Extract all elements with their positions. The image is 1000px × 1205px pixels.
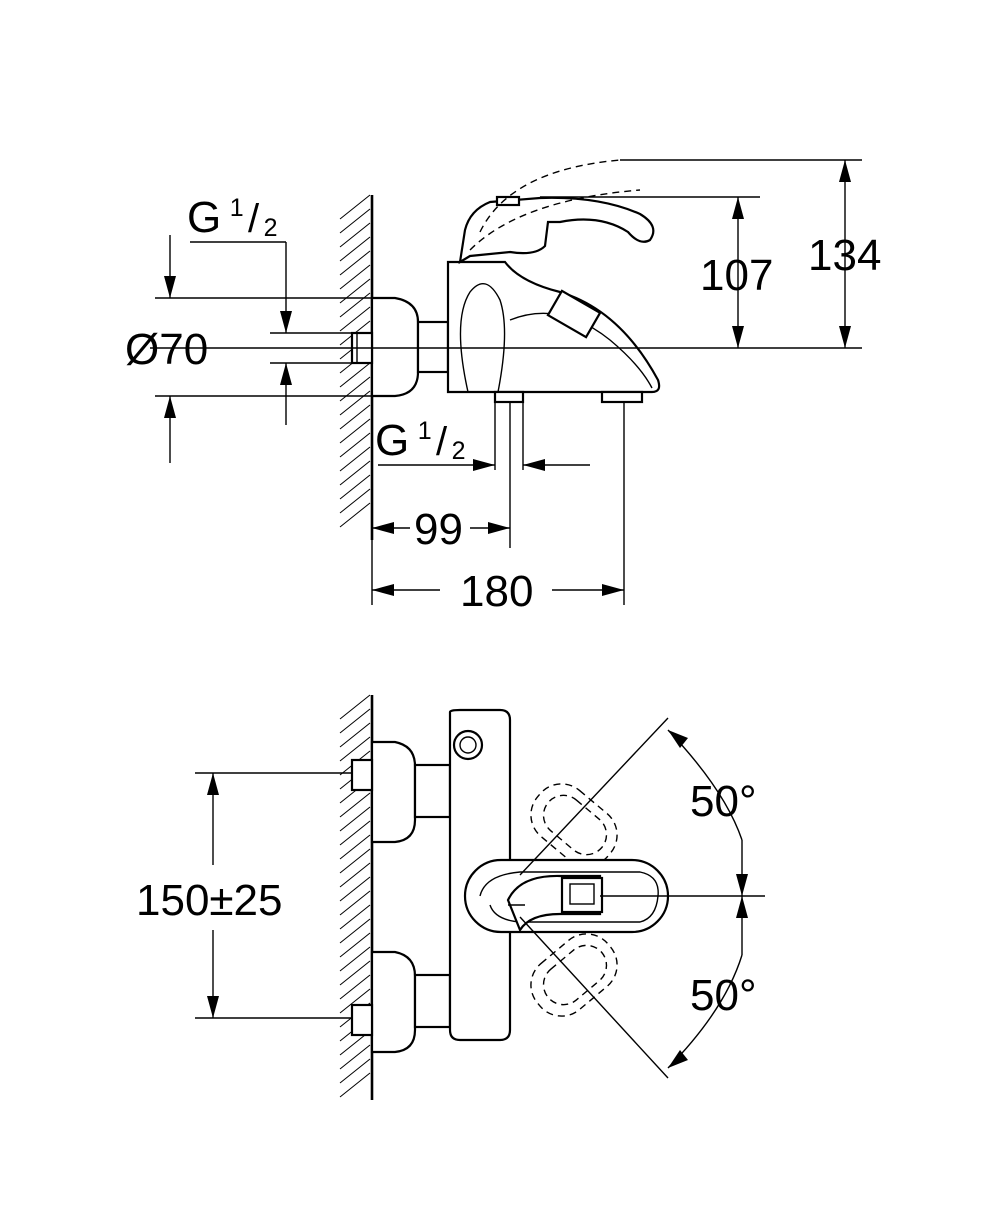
wall-hatch-line xyxy=(339,736,371,762)
dim-depth: 180 xyxy=(460,567,533,616)
eccentric-upper xyxy=(350,740,452,844)
wall-side xyxy=(339,194,374,540)
front-dimensions xyxy=(195,717,765,1079)
diameter-label: Ø70 xyxy=(125,325,208,374)
wall-hatch-line xyxy=(339,708,371,734)
dim-centres: 150±25 xyxy=(136,876,283,925)
wall-hatch-line xyxy=(339,390,371,416)
thread-label-bottom: G 1 / 2 xyxy=(375,416,466,465)
wall-hatch-line xyxy=(339,932,371,958)
wall-hatch-line xyxy=(339,236,371,262)
wall-hatch-line xyxy=(339,278,371,304)
side-dimensions xyxy=(150,159,862,605)
wall-hatch-line xyxy=(339,474,371,500)
side-view: G 1 / 2 Ø70 107 134 G 1 / 2 99 180 xyxy=(125,159,881,616)
angle-upper: 50° xyxy=(690,777,757,826)
wall-hatch-line xyxy=(339,848,371,874)
wall-hatch-line xyxy=(339,834,371,860)
wall-hatch-line xyxy=(339,404,371,430)
dim-handle-height: 107 xyxy=(700,251,773,300)
wall-hatch-line xyxy=(339,1044,371,1070)
wall-hatch-line xyxy=(339,306,371,332)
wall-hatch-line xyxy=(339,250,371,276)
eccentric-connector xyxy=(350,296,450,398)
wall-hatch-line xyxy=(339,974,371,1000)
wall-hatch-line xyxy=(339,222,371,248)
wall-hatch-line xyxy=(339,918,371,944)
wall-hatch-line xyxy=(339,1058,371,1084)
lever-front xyxy=(463,858,670,934)
mixer-body-side xyxy=(446,260,661,605)
wall-hatch-line xyxy=(339,806,371,832)
wall-hatch-line xyxy=(339,876,371,902)
wall-hatch-line xyxy=(339,446,371,472)
wall-hatch-line xyxy=(339,722,371,748)
wall-hatch-line xyxy=(339,460,371,486)
wall-hatch-line xyxy=(339,194,371,220)
wall-hatch-line xyxy=(339,488,371,514)
thread-label-left: G 1 / 2 xyxy=(187,193,278,242)
wall-hatch-line xyxy=(339,862,371,888)
wall-hatch-line xyxy=(339,376,371,402)
eccentric-lower xyxy=(350,950,452,1054)
wall-hatch-line xyxy=(339,1072,371,1098)
wall-front xyxy=(339,694,374,1100)
wall-hatch-line xyxy=(339,264,371,290)
wall-hatch-line xyxy=(339,820,371,846)
wall-hatch-line xyxy=(339,904,371,930)
angle-lower: 50° xyxy=(690,971,757,1020)
wall-hatch-line xyxy=(339,292,371,318)
wall-hatch-line xyxy=(339,208,371,234)
wall-hatch-line xyxy=(339,694,371,720)
wall-hatch-line xyxy=(339,502,371,528)
wall-hatch-line xyxy=(339,792,371,818)
wall-hatch-line xyxy=(339,432,371,458)
wall-hatch-line xyxy=(339,890,371,916)
dim-spout-outlet: 99 xyxy=(414,505,463,554)
front-view: 150±25 50° 50° xyxy=(136,694,765,1100)
lever-handle xyxy=(458,159,655,265)
wall-hatch-line xyxy=(339,960,371,986)
lever-ghost-positions xyxy=(530,783,618,1017)
wall-hatch-line xyxy=(339,418,371,444)
wall-hatch-line xyxy=(339,362,371,388)
wall-hatch-line xyxy=(339,988,371,1014)
wall-hatch-line xyxy=(339,946,371,972)
dim-total-height: 134 xyxy=(808,231,881,280)
